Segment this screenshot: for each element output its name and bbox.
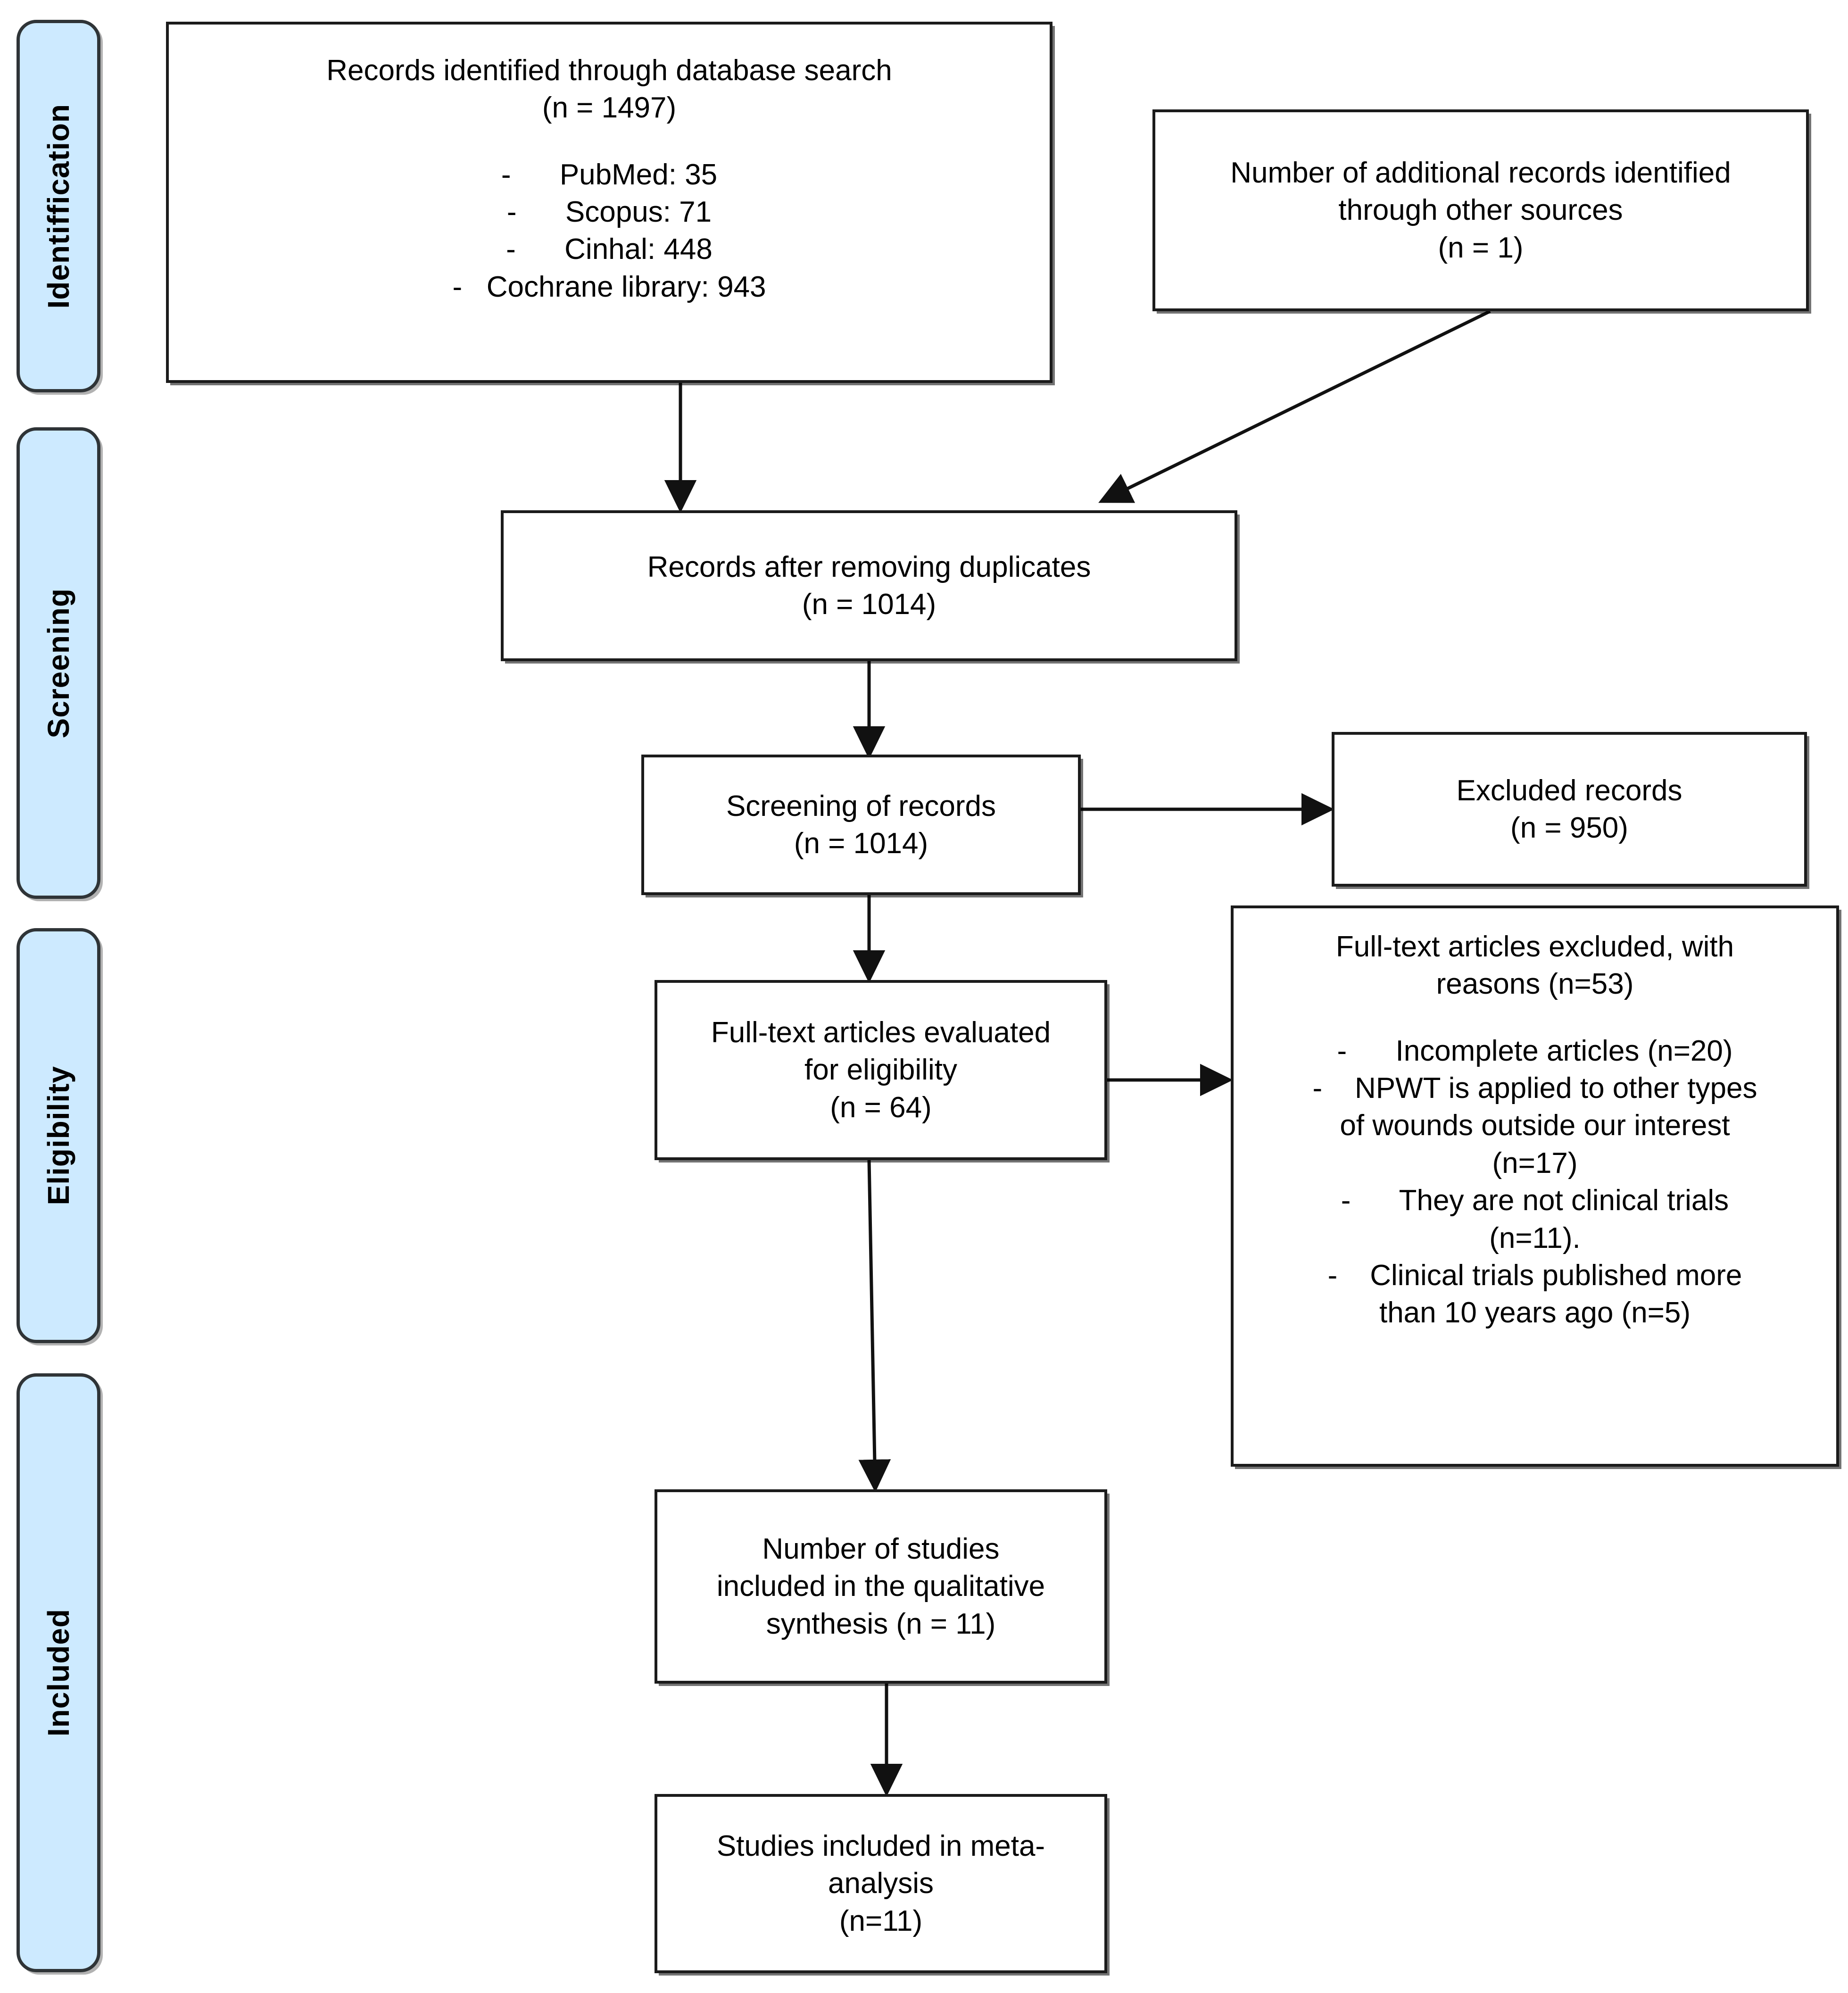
box-fulltext-articles-eligibility[interactable]: Full-text articles evaluated for eligibi… [655, 980, 1107, 1160]
box-screening-of-records[interactable]: Screening of records (n = 1014) [641, 755, 1081, 895]
list-item: - Cinhal: 448 [506, 233, 713, 266]
arrow-other-sources-to-duplicates [1098, 309, 1491, 503]
phase-identification-label: Identiffication [41, 103, 75, 309]
meta-analysis-title: Studies included in meta- analysis (n=11… [716, 1829, 1045, 1937]
list-item: - Cochrane library: 943 [452, 270, 766, 303]
fulltext-excluded-title: Full-text articles excluded, with reason… [1335, 930, 1734, 1001]
list-item: - Clinical trials published more than 10… [1327, 1259, 1742, 1329]
screening-of-records-title: Screening of records (n = 1014) [726, 789, 996, 860]
phase-included[interactable]: Included [17, 1373, 100, 1972]
phase-identification[interactable]: Identiffication [17, 20, 100, 392]
exclusion-reason-list: - Incomplete articles (n=20) - NPWT is a… [1245, 1032, 1825, 1332]
phase-eligibility[interactable]: Eligibility [17, 928, 100, 1343]
box-qualitative-synthesis[interactable]: Number of studies included in the qualit… [655, 1489, 1107, 1684]
qualitative-synthesis-title: Number of studies included in the qualit… [716, 1532, 1045, 1640]
list-item: - NPWT is applied to other types of woun… [1312, 1072, 1757, 1179]
phase-screening-label: Screening [41, 588, 75, 739]
phase-included-label: Included [41, 1609, 75, 1737]
database-source-list: - PubMed: 35 - Scopus: 71 - Cinhal: 448 … [180, 156, 1038, 306]
arrow-fulltext-to-qualitative [858, 1160, 891, 1493]
box-fulltext-excluded-with-reasons[interactable]: Full-text articles excluded, with reason… [1231, 905, 1839, 1467]
list-item: - They are not clinical trials (n=11). [1341, 1184, 1729, 1254]
phase-screening[interactable]: Screening [17, 427, 100, 899]
phase-eligibility-label: Eligibility [41, 1066, 75, 1205]
list-item: - Incomplete articles (n=20) [1337, 1034, 1733, 1067]
box-excluded-records[interactable]: Excluded records (n = 950) [1332, 732, 1807, 887]
list-item: - Scopus: 71 [506, 196, 712, 229]
fulltext-eligibility-title: Full-text articles evaluated for eligibi… [711, 1016, 1051, 1124]
records-after-duplicates-title: Records after removing duplicates (n = 1… [647, 550, 1091, 621]
additional-records-title: Number of additional records identified … [1230, 156, 1731, 264]
box-additional-records-other-sources[interactable]: Number of additional records identified … [1152, 109, 1809, 311]
excluded-records-title: Excluded records (n = 950) [1456, 774, 1682, 844]
box-records-database-search[interactable]: Records identified through database sear… [166, 22, 1052, 383]
list-item: - PubMed: 35 [501, 158, 718, 191]
box-meta-analysis[interactable]: Studies included in meta- analysis (n=11… [655, 1794, 1107, 1973]
records-database-search-title: Records identified through database sear… [326, 54, 892, 125]
box-records-after-duplicates[interactable]: Records after removing duplicates (n = 1… [501, 510, 1237, 661]
